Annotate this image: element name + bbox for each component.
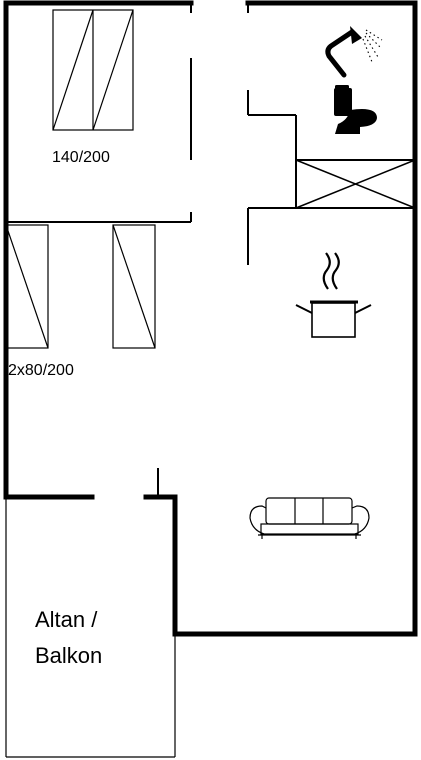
sofa-icon: [249, 497, 370, 539]
outer-walls: [3, 0, 418, 637]
interior-walls: [6, 3, 415, 497]
balcony-outline: [5, 497, 176, 758]
toilet-icon: [334, 85, 377, 134]
label-balcony-line1: Altan /: [35, 607, 98, 632]
label-double-bed: 140/200: [52, 149, 110, 166]
double-bed: [52, 9, 134, 131]
stairs-icon: [295, 159, 416, 209]
twin-beds: [5, 224, 156, 349]
shower-icon: [325, 26, 383, 78]
label-twin-beds: 2x80/200: [8, 362, 74, 379]
cooking-pot-icon: [295, 252, 372, 338]
label-balcony-line2: Balkon: [35, 643, 102, 668]
